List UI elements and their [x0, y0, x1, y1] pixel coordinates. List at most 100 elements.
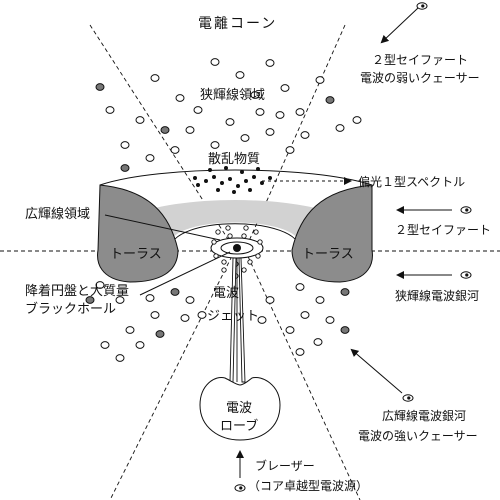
cloud	[95, 83, 105, 91]
cloud	[180, 314, 190, 322]
blr-cloud	[257, 239, 263, 245]
scatter-dot	[196, 183, 200, 187]
narrow-line-region-label: 狭輝線領域	[200, 87, 265, 103]
cloud	[170, 288, 180, 296]
cloud	[145, 154, 155, 162]
cloud	[210, 141, 220, 149]
radio-jet-label-line1: 電波	[213, 286, 239, 301]
scatter-dot	[248, 188, 252, 192]
cloud	[340, 326, 350, 334]
blr-cloud	[221, 259, 227, 265]
observer-polarized-spectrum: 偏光１型スペクトル	[262, 174, 465, 189]
scatter-dot	[216, 188, 220, 192]
cloud	[155, 330, 165, 338]
nlrg-label: 狭輝線電波銀河	[395, 288, 479, 303]
cloud	[235, 71, 245, 79]
accretion-disk-and-black-hole	[210, 237, 264, 259]
radio-jet	[229, 257, 246, 383]
cloud	[193, 106, 203, 114]
cloud	[210, 58, 220, 66]
cloud	[115, 354, 125, 362]
scatter-dot	[240, 170, 244, 174]
cloud	[255, 108, 265, 116]
cloud	[145, 294, 155, 302]
blr-cloud	[221, 267, 227, 273]
cloud	[120, 141, 130, 149]
cloud	[185, 296, 195, 304]
eye-icon	[402, 394, 414, 402]
narrow-line-clouds	[85, 58, 362, 362]
cloud	[240, 134, 250, 142]
cloud	[265, 59, 275, 67]
radio-jet-label-line2: ジェット	[207, 309, 259, 324]
observer-type2-line1: ２型セイファート	[372, 53, 468, 67]
radio-lobe-label-line2: ローブ	[220, 418, 258, 434]
observer-type2-radio-quiet: ２型セイファート 電波の弱いクェーサー	[360, 2, 480, 85]
eye-icon	[460, 271, 472, 279]
scatter-dot	[228, 177, 232, 181]
observer-blazar: ブレーザー （コア卓越型電波源）	[234, 450, 368, 493]
cloud	[280, 84, 290, 92]
cloud	[265, 296, 275, 304]
torus-right-label: トーラス	[302, 247, 354, 262]
blrg-label-line1: 広輝線電波銀河	[382, 408, 466, 423]
blr-cloud	[211, 239, 217, 245]
scatter-dot	[208, 168, 212, 172]
cloud	[340, 288, 350, 296]
cloud	[325, 96, 335, 104]
cloud	[315, 296, 325, 304]
blr-cloud	[253, 229, 259, 235]
scatter-dot	[256, 167, 260, 171]
type2-seyfert-label: ２型セイファート	[395, 223, 491, 237]
cloud	[325, 316, 335, 324]
torus-left-label: トーラス	[110, 247, 162, 262]
cloud	[185, 126, 195, 134]
cloud	[85, 296, 95, 304]
cloud	[160, 126, 170, 134]
observer-nlrg: 狭輝線電波銀河	[395, 271, 479, 303]
cloud	[135, 341, 145, 349]
cloud	[150, 74, 160, 82]
cloud	[225, 118, 235, 126]
radio-lobe-label-line1: 電波	[226, 401, 252, 416]
cloud	[295, 108, 305, 116]
blazar-label-line1: ブレーザー	[255, 458, 315, 473]
cloud	[115, 296, 125, 304]
scatter-dot	[193, 176, 197, 180]
radio-lobe	[199, 376, 281, 441]
eye-icon	[234, 484, 246, 492]
cloud	[105, 106, 115, 114]
scatterer-label: 散乱物質	[208, 152, 260, 167]
blr-cloud	[241, 233, 247, 239]
eye-icon	[416, 2, 428, 10]
observer-type2-line2: 電波の弱いクェーサー	[360, 71, 480, 85]
cloud	[313, 338, 323, 346]
blr-cloud	[227, 233, 233, 239]
blr-cloud	[241, 267, 247, 273]
scattering-medium	[193, 166, 272, 194]
blazar-label-line2: （コア卓越型電波源）	[248, 479, 368, 493]
cloud	[285, 146, 295, 154]
broad-line-region-label: 広輝線領域	[25, 206, 90, 222]
cloud	[150, 311, 160, 319]
cloud	[135, 116, 145, 124]
cloud	[275, 111, 285, 119]
disk-bh-label-line1: 降着円盤と大質量	[25, 283, 129, 299]
scatter-dot	[244, 179, 248, 183]
cloud	[285, 326, 295, 334]
observer-blrg: 広輝線電波銀河 電波の強いクェーサー	[350, 348, 478, 443]
blr-cloud	[255, 253, 261, 259]
scatter-dot	[232, 190, 236, 194]
scatter-dot	[268, 176, 272, 180]
cloud	[100, 341, 110, 349]
torus-right	[291, 184, 373, 283]
cloud	[300, 311, 310, 319]
scatter-dot	[212, 175, 216, 179]
cloud	[125, 326, 135, 334]
scatter-dot	[236, 184, 240, 188]
torus-left	[97, 184, 179, 283]
polarized-spectrum-label: 偏光１型スペクトル	[358, 174, 465, 189]
scatter-dot	[204, 179, 208, 183]
cloud	[315, 76, 325, 84]
